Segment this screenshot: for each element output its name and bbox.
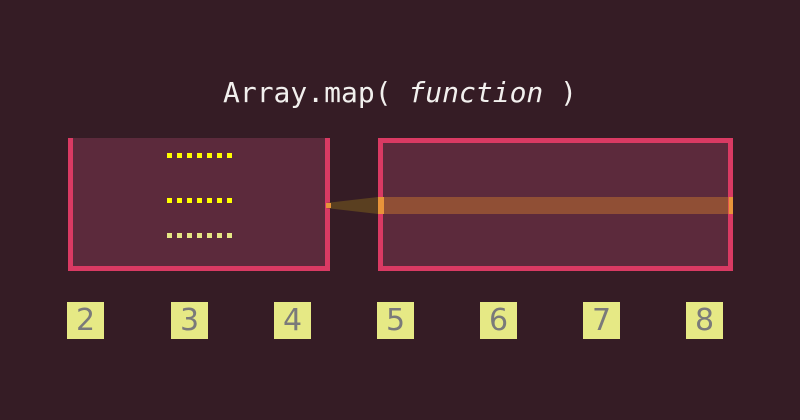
title-suffix: ) [543,76,577,109]
beam-band [378,197,733,214]
number-tile: 7 [583,302,620,339]
beam-source [326,203,331,208]
number-tile: 5 [377,302,414,339]
number-tile: 8 [686,302,723,339]
number-tile: 6 [480,302,517,339]
dot-row-3 [167,233,233,238]
title-prefix: Array.map( [222,76,409,109]
input-box [68,138,330,271]
title-function-arg: function [408,76,544,109]
number-tile: 4 [274,302,311,339]
number-tile: 2 [67,302,104,339]
number-tile: 3 [171,302,208,339]
beam-cone [326,197,378,214]
dot-row-2 [167,198,233,203]
output-box [378,138,733,271]
dot-row-1 [167,153,233,158]
diagram-title: Array.map( function ) [0,76,800,109]
